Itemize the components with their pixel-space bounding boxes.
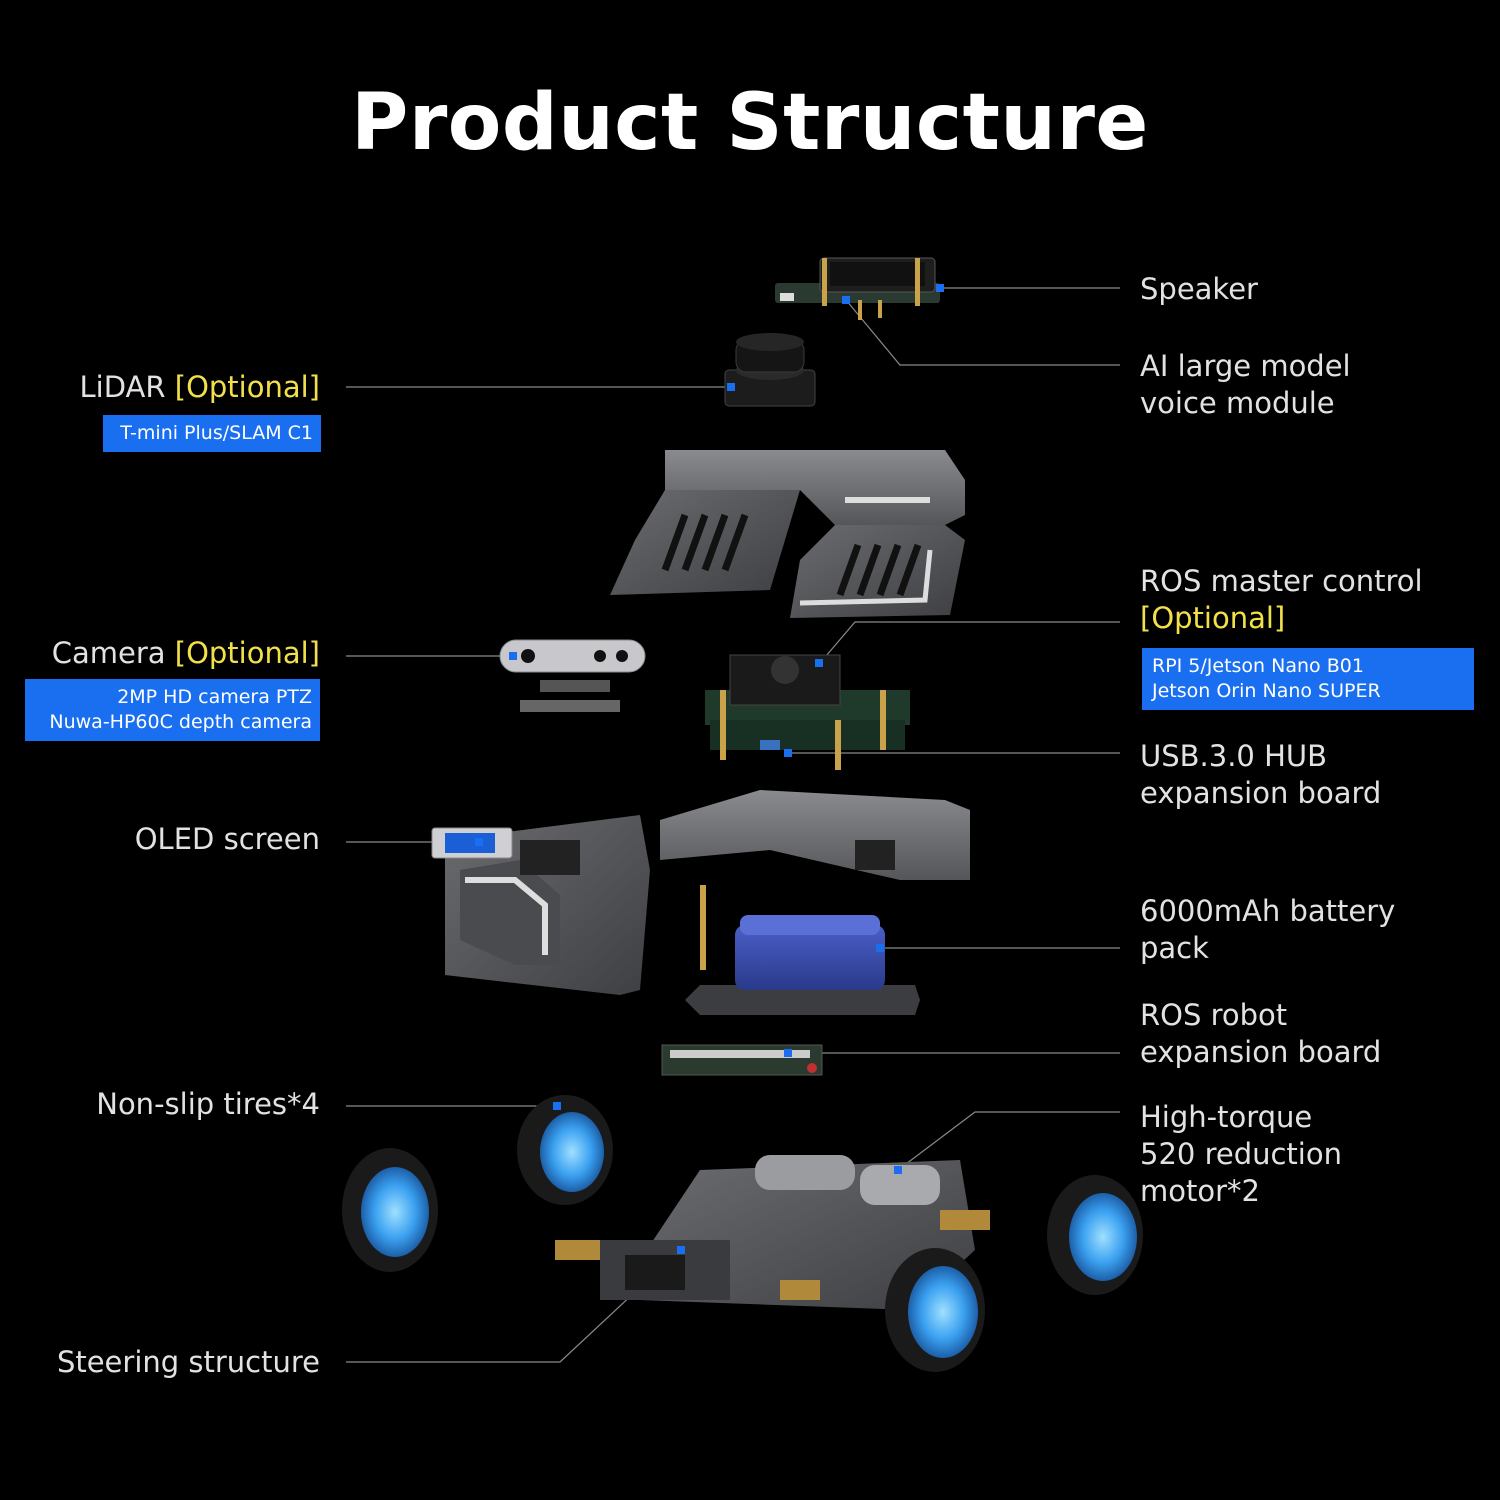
marker-dots [475,284,944,1254]
tag-camera: 2MP HD camera PTZ Nuwa-HP60C depth camer… [25,679,320,741]
label-ai-voice-line2: voice module [1140,386,1335,420]
page-title: Product Structure [351,78,1149,168]
ros-expansion-board-illustration [661,1044,823,1076]
tag-camera-line1: 2MP HD camera PTZ [117,686,312,708]
label-speaker: Speaker [1140,272,1258,306]
label-ros-master-optional: [Optional] [1140,601,1286,635]
label-battery: 6000mAh battery pack [1140,893,1395,967]
label-lidar-text: LiDAR [79,370,166,404]
lower-chassis [555,1155,990,1310]
label-motor-line2: 520 reduction [1140,1137,1342,1171]
oled-screen-illustration [431,827,513,859]
camera-illustration [499,639,646,712]
label-camera-text: Camera [51,636,166,670]
label-camera-optional: [Optional] [174,636,320,670]
lidar-illustration [724,333,816,407]
label-ros-master-line1: ROS master control [1140,564,1423,598]
label-ros-robot-line1: ROS robot [1140,998,1288,1032]
label-lidar-optional: [Optional] [174,370,320,404]
label-motor-line3: motor*2 [1140,1174,1260,1208]
label-usb-hub-line2: expansion board [1140,776,1382,810]
label-usb-hub-line1: USB.3.0 HUB [1140,739,1328,773]
label-oled: OLED screen [134,822,320,856]
label-battery-line1: 6000mAh battery [1140,894,1396,928]
wheel-front-right [1047,1175,1143,1295]
label-motor-line1: High-torque [1140,1100,1313,1134]
label-usb-hub: USB.3.0 HUB expansion board [1140,738,1381,812]
label-ai-voice: AI large model voice module [1140,348,1351,422]
label-steering: Steering structure [56,1345,320,1379]
label-battery-line2: pack [1140,931,1209,965]
label-ros-robot-line2: expansion board [1140,1035,1382,1069]
tag-ros-master: RPI 5/Jetson Nano B01 Jetson Orin Nano S… [1142,648,1474,710]
top-cover-shell [610,450,965,618]
wheel-front-left [885,1248,985,1372]
tag-ros-master-line2: Jetson Orin Nano SUPER [1152,680,1381,702]
tag-ros-master-line1: RPI 5/Jetson Nano B01 [1152,655,1364,677]
label-motor: High-torque 520 reduction motor*2 [1140,1099,1342,1210]
battery-illustration [685,915,920,1015]
wheel-back-right [517,1095,613,1205]
label-ros-master: ROS master control [Optional] [1140,563,1423,637]
chassis-plate [445,790,970,995]
leader-lines [346,287,1120,1363]
label-camera: Camera [Optional] [52,635,320,672]
speaker-module-illustration [775,257,940,320]
label-ai-voice-line1: AI large model [1140,349,1351,383]
tag-lidar: T-mini Plus/SLAM C1 [103,415,321,452]
label-tires: Non-slip tires*4 [96,1087,320,1121]
wheel-back-left [342,1148,438,1272]
label-ros-robot: ROS robot expansion board [1140,997,1381,1071]
controller-board-stack [705,654,910,770]
label-lidar: LiDAR [Optional] [80,369,321,406]
tag-camera-line2: Nuwa-HP60C depth camera [49,711,312,733]
